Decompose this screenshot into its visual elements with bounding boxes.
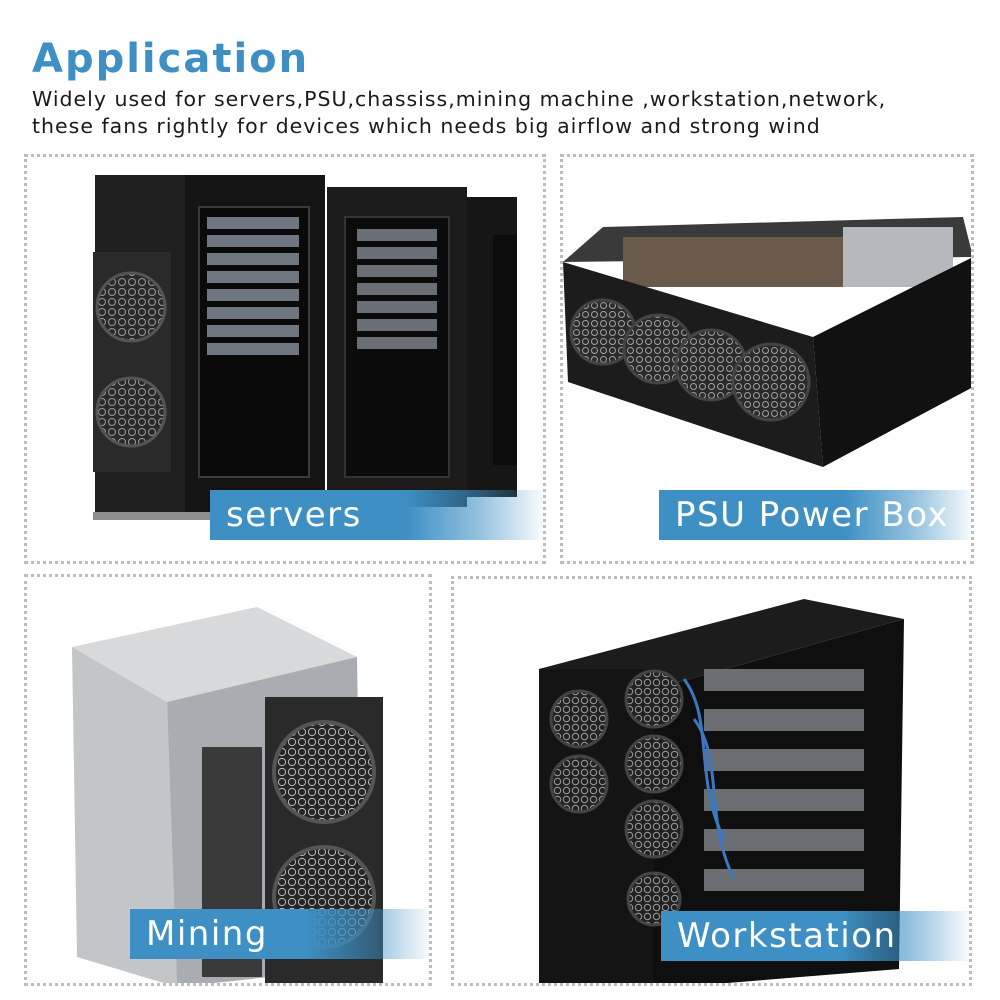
- workstation-label: Workstation: [661, 911, 969, 961]
- mining-label: Mining: [130, 909, 429, 959]
- workstation-image: [539, 599, 904, 983]
- panel-servers: servers: [24, 154, 546, 564]
- servers-label: servers: [210, 490, 543, 540]
- panel-psu-power-box: PSU Power Box: [560, 154, 974, 564]
- psu-box-image: [563, 217, 971, 467]
- panel-workstation: Workstation: [451, 576, 972, 986]
- psu-power-box-label: PSU Power Box: [659, 490, 971, 540]
- server-racks-image: [93, 175, 517, 520]
- page-title: Application: [32, 36, 310, 82]
- panel-mining: Mining: [24, 574, 432, 986]
- description-line-2: these fans rightly for devices which nee…: [32, 114, 821, 138]
- description-line-1: Widely used for servers,PSU,chassiss,min…: [32, 87, 887, 111]
